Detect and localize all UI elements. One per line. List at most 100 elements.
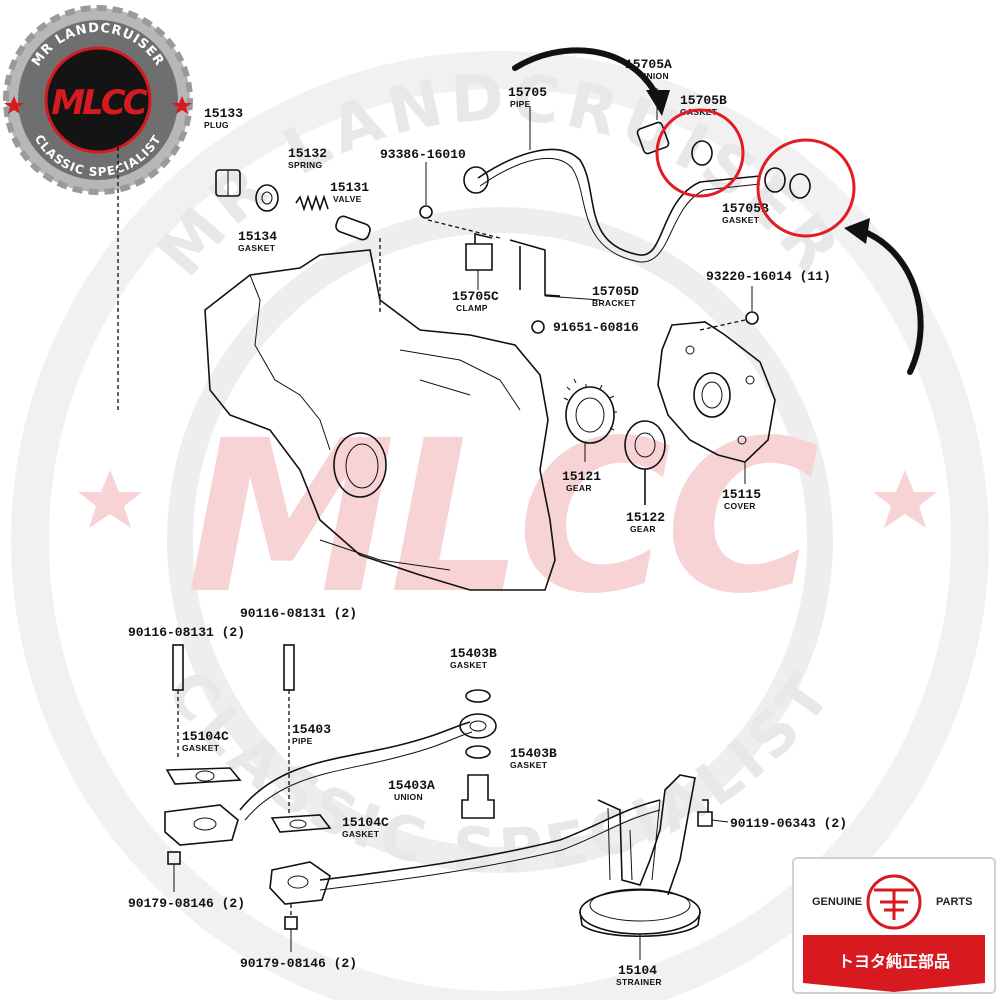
label-15104: 15104 STRAINER: [616, 963, 662, 987]
logo-star-right: [172, 96, 192, 114]
part-name: SPRING: [288, 160, 322, 170]
part-name: GEAR: [630, 524, 656, 534]
part-number: 90179-08146 (2): [128, 896, 245, 911]
badge-red-band-point: [803, 935, 985, 992]
part-name: UNION: [394, 792, 423, 802]
label-90116-left: 90116-08131 (2): [128, 625, 245, 640]
bolt-90119: [697, 799, 713, 827]
part-number: 15122: [626, 510, 665, 525]
watermark-star-left: [78, 470, 142, 528]
part-name: GASKET: [342, 829, 380, 839]
part-number: 15115: [722, 487, 761, 502]
clamp-15705C: [465, 232, 493, 271]
bolt-91651: [531, 320, 545, 334]
genuine-parts-badge: GENUINE PARTS トヨタ純正部品: [792, 857, 996, 994]
part-name: UNION: [640, 71, 669, 81]
oil-pump-body: [204, 249, 556, 591]
bracket-15705D: [509, 239, 561, 297]
part-number: 15134: [238, 229, 277, 244]
label-15131: 15131 VALVE: [330, 180, 369, 204]
cover-15115-hole-a: [685, 345, 695, 355]
diagram-drawing: [117, 88, 811, 960]
part-name: PLUG: [204, 120, 229, 130]
pipe-15403-union-eye-inner: [469, 720, 487, 732]
arrow-right-curve: [857, 227, 924, 375]
pipe-strainer-return-inner: [319, 809, 661, 891]
part-number: 15403B: [450, 646, 497, 661]
gasket-15403B-upper: [465, 689, 491, 703]
leader-90119: [711, 819, 729, 823]
dash-93220-cover: [699, 319, 746, 331]
oil-pump-body-rib: [319, 349, 521, 571]
part-name: PIPE: [292, 736, 313, 746]
badge-right-text: PARTS: [936, 896, 972, 908]
label-15403B-top: 15403B GASKET: [450, 646, 497, 670]
label-15121: 15121 GEAR: [562, 469, 601, 493]
part-number: 15132: [288, 146, 327, 161]
pipe-flange-right: [269, 861, 331, 905]
badge-emblem-mark: [874, 888, 914, 920]
strainer-15104-stand-2: [607, 799, 661, 881]
label-15133: 15133 PLUG: [204, 106, 243, 130]
part-number: 15705C: [452, 289, 499, 304]
gear-15121-teeth: [563, 378, 617, 431]
badge-left-text: GENUINE: [812, 896, 862, 908]
dash-clamp-body: [427, 219, 501, 239]
part-number: 15104: [618, 963, 657, 978]
pipe-15403-flange-left-hole: [193, 817, 217, 831]
part-name: BRACKET: [592, 298, 636, 308]
label-15132: 15132 SPRING: [288, 146, 327, 170]
gasket-15104C-right: [270, 814, 332, 833]
gasket-15104C-left: [165, 767, 242, 785]
part-number: 15104C: [182, 729, 229, 744]
gasket-15104C-left-hole: [195, 770, 215, 782]
bolt-93220: [745, 311, 759, 325]
part-name: GASKET: [510, 760, 548, 770]
stud-90116-right: [283, 644, 295, 691]
watermark-monogram: MLCC: [186, 395, 818, 640]
gasket-15705B-left: [691, 140, 713, 166]
part-number: 15403A: [388, 778, 435, 793]
bolt-93386: [419, 205, 433, 219]
label-15122: 15122 GEAR: [626, 510, 665, 534]
strainer-15104-screen-base: [579, 911, 701, 938]
gasket-15705B-right-a: [764, 167, 786, 193]
pipe-15705-inner: [479, 157, 761, 263]
cover-15115-bore: [693, 372, 731, 418]
label-15705: 15705 PIPE: [508, 85, 547, 109]
pipe-15403-flange-left: [164, 804, 239, 846]
part-name: COVER: [724, 501, 756, 511]
pipe-strainer-return: [319, 799, 661, 881]
union-15403A: [461, 774, 495, 819]
brand-logo: MR LANDCRUISER CLASSIC SPECIALIST MLCC: [3, 5, 193, 195]
part-name: GASKET: [182, 743, 220, 753]
part-number: 90116-08131 (2): [240, 606, 357, 621]
part-name: STRAINER: [616, 977, 662, 987]
arrow-right-head: [844, 218, 870, 244]
gear-15121: [565, 386, 615, 444]
pipe-flange-right-hole: [287, 875, 309, 889]
part-name: VALVE: [333, 194, 362, 204]
label-93220: 93220-16014 (11): [706, 269, 831, 284]
gasket-15705B-right-b: [789, 173, 811, 199]
part-number: 15705B: [680, 93, 727, 108]
highlights: [512, 47, 924, 375]
part-name: GASKET: [722, 215, 760, 225]
watermark-top-text: MR LANDCRUISER: [144, 61, 857, 291]
gasket-15104C-right-hole: [289, 819, 307, 829]
pipe-15705: [477, 148, 761, 256]
watermark-inner-ring: [167, 207, 833, 873]
spring-15132: [295, 194, 329, 212]
part-number: 15121: [562, 469, 601, 484]
cover-15115-bore-inner: [701, 381, 723, 409]
label-90179-a: 90179-08146 (2): [128, 896, 245, 911]
pipe-15403: [239, 721, 471, 811]
label-90116-right: 90116-08131 (2): [240, 606, 357, 621]
label-15705C: 15705C CLAMP: [452, 289, 499, 313]
logo-star-left: [4, 96, 24, 114]
strainer-15104-stand: [597, 774, 696, 896]
badge-bottom-text: トヨタ純正部品: [838, 952, 950, 971]
label-15705B-bottom: 15705B GASKET: [722, 201, 769, 225]
part-name: PIPE: [510, 99, 531, 109]
part-number: 15131: [330, 180, 369, 195]
